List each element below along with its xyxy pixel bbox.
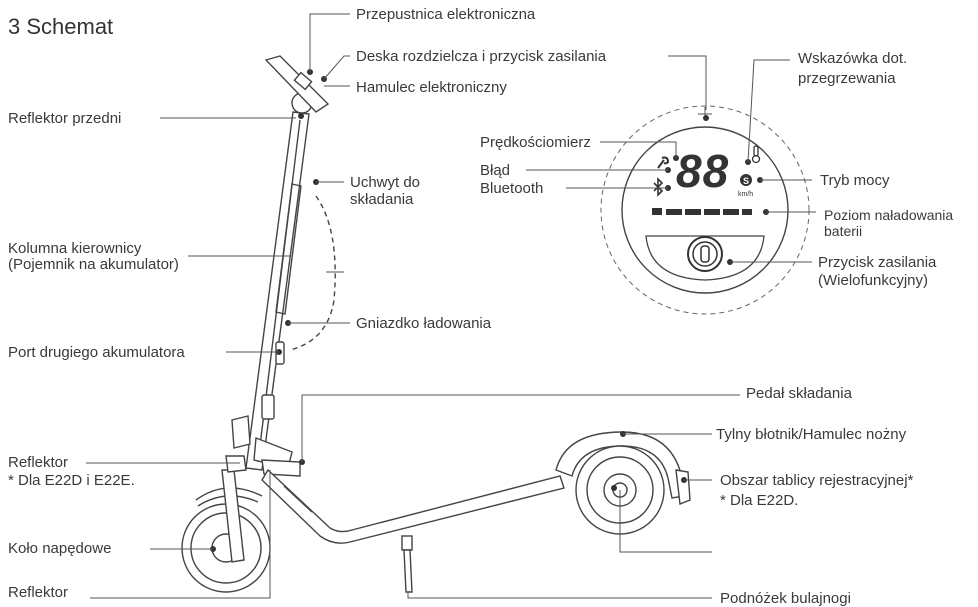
label-overheat-2: przegrzewania — [798, 70, 896, 87]
label-folding-holder-1: Uchwyt do — [350, 174, 421, 191]
label-stem-2: (Pojemnik na akumulator) — [8, 256, 179, 273]
fork — [221, 455, 247, 563]
battery-bars — [652, 208, 769, 215]
label-error: Błąd — [480, 162, 511, 179]
rear-fender — [555, 431, 691, 505]
label-battery-2: baterii — [824, 223, 863, 239]
label-second-battery: Port drugiego akumulatora — [8, 344, 185, 361]
label-drive-wheel: Koło napędowe — [8, 540, 112, 557]
label-rear-fender: Tylny błotnik/Hamulec nożny — [716, 426, 907, 443]
label-plate-2: * Dla E22D. — [720, 492, 799, 509]
label-overheat-1: Wskazówka dot. — [798, 50, 908, 67]
speed-unit: km/h — [738, 191, 754, 198]
label-plate-1: Obszar tablicy rejestracyjnej* — [720, 472, 914, 489]
label-folding-pedal: Pedał składania — [746, 385, 852, 402]
label-dashboard: Deska rozdzielcza i przycisk zasilania — [356, 48, 607, 65]
label-battery-1: Poziom naładowania — [824, 207, 954, 223]
battery-port — [275, 341, 285, 365]
page-title: 3 Schemat — [8, 14, 114, 39]
label-power-mode: Tryb mocy — [820, 172, 890, 189]
label-throttle: Przepustnica elektroniczna — [356, 6, 536, 23]
label-kickstand: Podnóżek bulajnogi — [720, 590, 851, 607]
label-power-button-1: Przycisk zasilania — [818, 254, 937, 271]
label-charging-port: Gniazdko ładowania — [356, 315, 492, 332]
leader-lines — [86, 13, 816, 599]
label-stem-1: Kolumna kierownicy — [8, 240, 142, 257]
label-folding-holder-2: składania — [350, 191, 414, 208]
dashboard-detail: S — [600, 105, 810, 315]
label-bluetooth: Bluetooth — [480, 180, 544, 197]
thermometer-icon — [751, 145, 761, 164]
label-speedometer: Prędkościomierz — [480, 134, 591, 151]
handlebar — [264, 55, 330, 113]
bluetooth-icon — [653, 177, 664, 197]
deck — [261, 468, 565, 544]
label-reflector-bottom: Reflektor — [8, 584, 69, 601]
label-headlight: Reflektor przedni — [8, 110, 122, 127]
label-reflector-1: Reflektor — [8, 454, 69, 471]
label-ebrake: Hamulec elektroniczny — [356, 79, 507, 96]
svg-text:S: S — [743, 176, 749, 186]
speed-digits: 88 — [676, 145, 730, 197]
label-power-button-2: (Wielofunkcyjny) — [818, 272, 929, 289]
label-reflector-2: * Dla E22D i E22E. — [8, 472, 135, 489]
wrench-icon — [657, 156, 670, 169]
power-mode-icon: S — [740, 174, 752, 186]
front-wheel — [181, 503, 271, 593]
kickstand-drawing — [401, 535, 413, 593]
folding-mechanism — [231, 394, 305, 477]
